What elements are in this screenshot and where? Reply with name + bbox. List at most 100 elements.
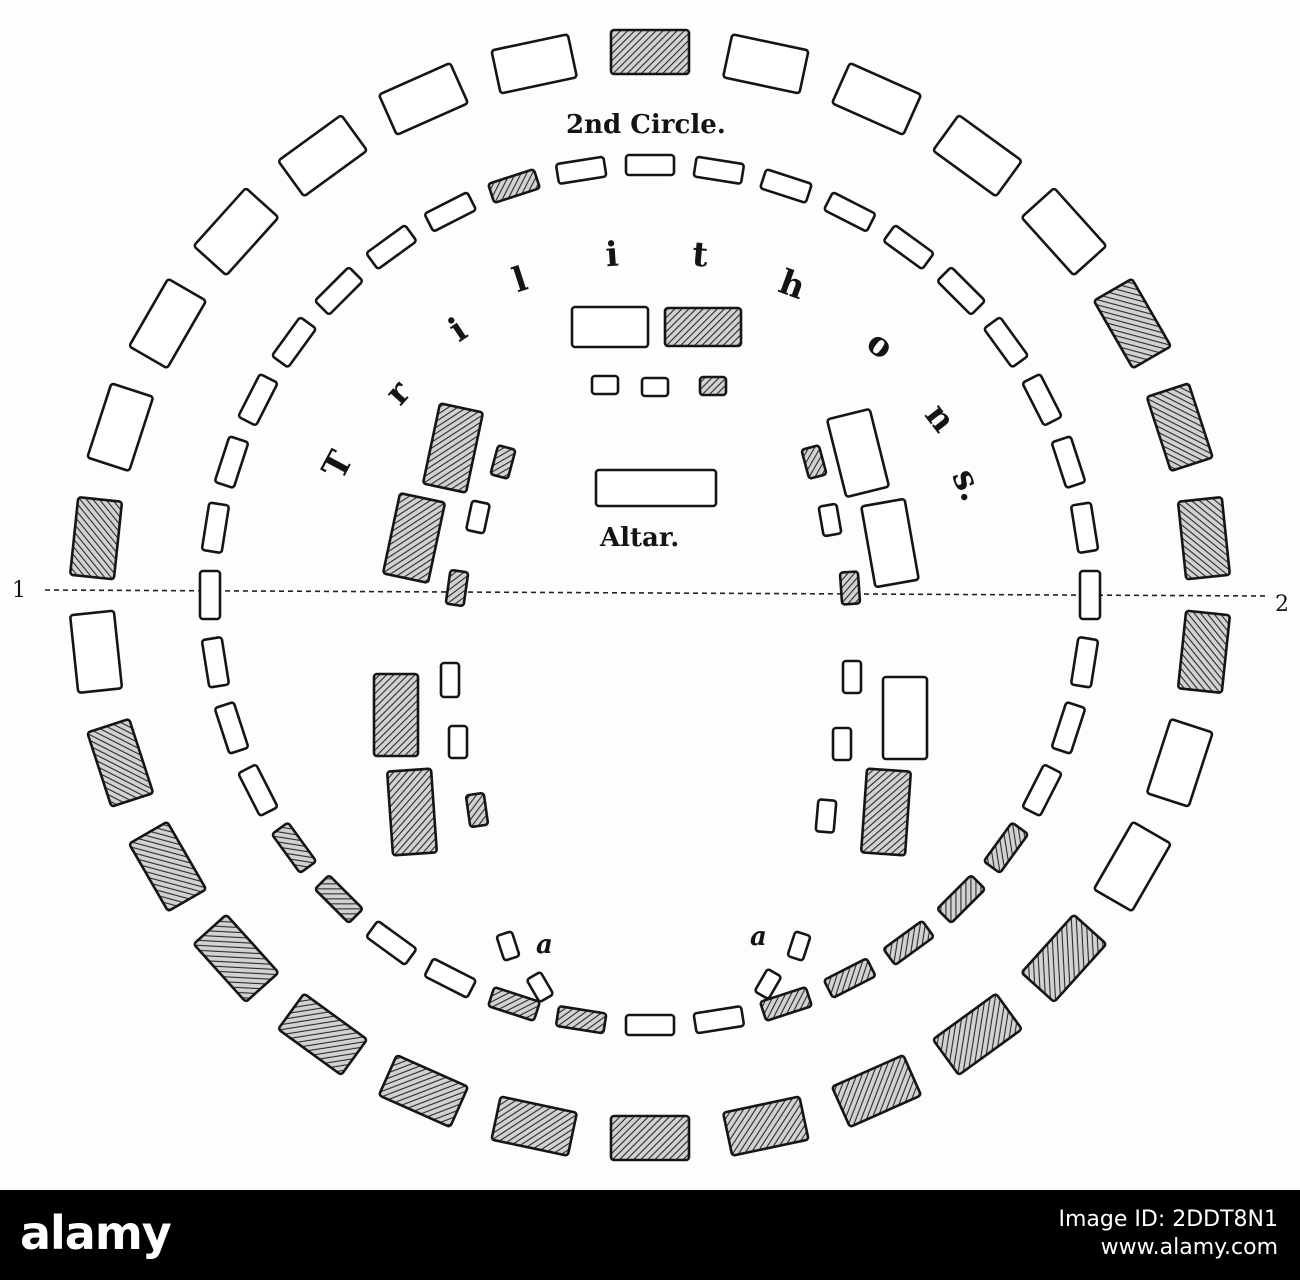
bluestone-1 [590,374,620,396]
outer-circle-stone-1 [609,28,691,76]
second-circle-stone-33 [214,435,249,489]
second-circle-stone-21 [624,1013,676,1037]
second-circle-stone-13 [1051,701,1086,755]
outer-circle-stone-9 [1176,609,1231,694]
second-circle-stone-16 [937,874,986,924]
second-circle-stone-32 [200,501,230,554]
outer-circle-stone-22 [86,718,154,808]
outer-circle-stone-10 [1146,718,1214,808]
outer-circle-stone-4 [932,114,1022,197]
trilithon-stone-6 [386,767,438,857]
second-circle-stone-35 [271,316,317,368]
outer-circle-stone-6 [1093,278,1172,369]
second-circle-stone-17 [883,920,935,966]
image-url: www.alamy.com [1100,1235,1278,1260]
trilithon-stone-7 [826,408,890,498]
second-circle-stone-25 [365,920,417,966]
watermark-footer: alamy Image ID: 2DDT8N1 www.alamy.com [0,1190,1300,1280]
bluestone-16 [495,930,521,962]
bluestone-4 [489,444,517,480]
outer-circle-stone-26 [128,278,207,369]
bluestone-13 [841,659,863,695]
second-circle-stone-15 [983,822,1029,874]
bluestone-9 [464,791,490,829]
trilithon-stone-1 [570,305,650,349]
second-circle-stone-20 [692,1005,745,1035]
second-circle-stone-36 [314,266,363,316]
trilithon-stone-4 [382,492,446,584]
outer-circle-stone-5 [1021,187,1107,276]
bluestone-2 [640,376,670,398]
outer-circle-stone-19 [278,993,368,1076]
trilithons-letter-5: i [604,234,620,276]
second-circle-stone-6 [937,266,986,316]
trilithon-stone-3 [422,402,484,494]
second-circle-stone-11 [1078,569,1102,621]
bluestone-14 [831,726,853,762]
second-circle-stone-19 [759,986,813,1022]
second-circle-stone-37 [365,224,417,270]
outer-circle-stone-23 [69,609,124,694]
second-circle-stone-10 [1070,501,1100,554]
outer-circle-stone-28 [278,114,368,197]
outer-circle-stone-18 [378,1054,469,1128]
image-id: Image ID: 2DDT8N1 [1058,1207,1279,1232]
second-circle-stone-5 [883,224,935,270]
outer-circle-stone-7 [1146,382,1214,472]
outer-circle-stone-29 [378,62,469,136]
stonehenge-plan: 2nd Circle. Altar. T r i l i t h o n s. … [12,28,1289,1162]
second-circle-stone-27 [271,822,317,874]
stone-a-left-label: a [536,930,553,960]
line-end-2-label: 2 [1275,592,1289,617]
bluestone-7 [439,661,461,699]
bluestone-8 [447,724,469,760]
outer-circle-stone-8 [1176,496,1231,581]
second-circle-stone-38 [424,191,477,232]
altar-stone [594,468,718,508]
bluestone-12 [838,570,862,606]
outer-circle-stone-24 [69,496,124,581]
second-circle-label: 2nd Circle. [566,110,726,140]
second-circle-stone-14 [1021,764,1063,817]
trilithons-letter-6: t [690,234,710,276]
stone-plan-drawing [44,28,1269,1162]
outer-circle-stone-25 [86,382,154,472]
bluestone-11 [817,502,843,538]
outer-circle-stone-21 [128,821,207,912]
second-circle-stone-4 [823,191,876,232]
bluestone-6 [444,569,470,607]
outer-circle-stone-16 [609,1114,691,1162]
second-circle-stone-39 [487,168,541,204]
outer-circle-stone-3 [831,62,922,136]
second-circle-stone-31 [198,569,222,621]
bluestone-10 [800,444,828,480]
trilithon-stone-10 [860,767,912,857]
altar-label: Altar. [600,523,680,553]
outer-circle-stone-12 [1021,914,1107,1003]
second-circle-stone-40 [555,155,608,185]
bluestone-19 [754,968,782,1000]
second-circle-stone-1 [624,153,676,177]
outer-circle-stone-2 [722,33,810,95]
second-circle-stone-2 [692,155,745,185]
bluestone-18 [786,930,812,962]
trilithon-stone-5 [372,672,420,758]
second-circle-stone-29 [214,701,249,755]
alamy-logo: alamy [20,1206,172,1260]
bluestone-3 [698,375,728,397]
second-circle-stone-9 [1051,435,1086,489]
trilithon-stone-2 [663,306,743,348]
second-circle-stone-3 [759,168,813,204]
outer-circle-stone-20 [193,914,279,1003]
axis-line-1-2 [44,589,1269,597]
outer-circle-stone-14 [831,1054,922,1128]
second-circle-stone-7 [983,316,1029,368]
bluestone-17 [526,971,554,1003]
outer-circle-stone-11 [1093,821,1172,912]
second-circle-stone-28 [237,764,279,817]
trilithon-stone-8 [860,497,920,589]
outer-circle-stone-13 [932,993,1022,1076]
outer-circle-stone-27 [193,187,279,276]
second-circle-stone-8 [1021,373,1063,426]
second-circle-stone-30 [200,636,230,689]
